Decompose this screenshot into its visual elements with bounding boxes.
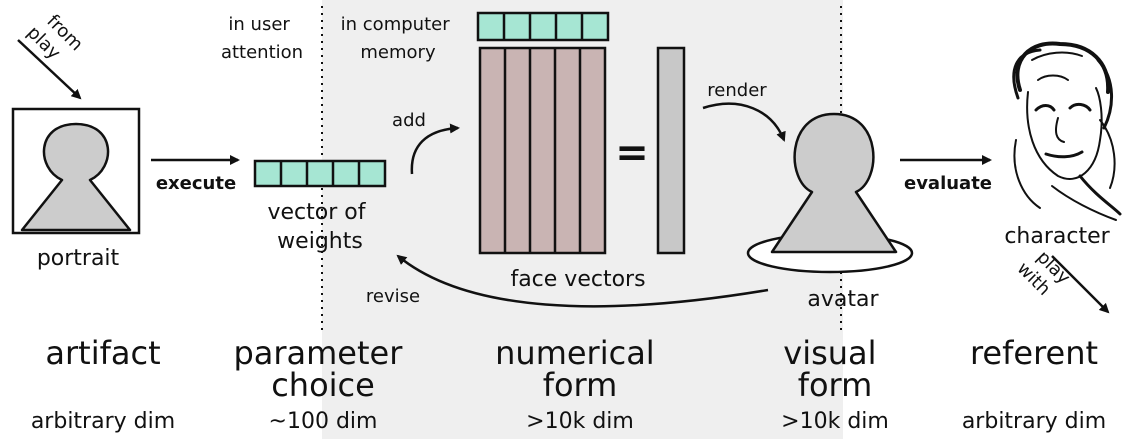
revise-label: revise	[366, 286, 420, 307]
dim-referent: arbitrary dim	[962, 409, 1106, 434]
dim-artifact: arbitrary dim	[31, 409, 175, 434]
portrait-label: portrait	[37, 246, 120, 271]
person-silhouette-icon	[20, 122, 132, 232]
render-arrow	[702, 102, 786, 142]
vector-of-weights-label: vector of weights	[268, 200, 373, 254]
avatar-label: avatar	[807, 287, 879, 312]
character-label: character	[1004, 224, 1110, 249]
from-play-arrow	[17, 39, 82, 100]
dim-parameter-choice: ~100 dim	[269, 409, 378, 434]
avatar-figure	[746, 112, 914, 274]
in-computer-memory-label: in computer memory	[341, 14, 456, 63]
column-title-referent: referent	[970, 334, 1098, 372]
face-vectors-matrix	[478, 46, 607, 255]
play-with-arrow	[1051, 255, 1110, 314]
portrait-frame	[11, 107, 141, 235]
column-title-visual-form: visual form	[783, 334, 886, 404]
equals-sign: =	[615, 130, 649, 176]
add-label: add	[392, 110, 426, 131]
face-weights-header	[476, 11, 610, 42]
evaluate-label: evaluate	[904, 173, 992, 194]
column-title-parameter-choice: parameter choice	[233, 334, 412, 404]
avatar-silhouette-icon	[770, 112, 898, 254]
from-play-label: from play	[23, 6, 91, 74]
render-label: render	[707, 80, 767, 101]
execute-label: execute	[156, 173, 236, 194]
face-vectors-label: face vectors	[510, 267, 645, 292]
column-title-artifact: artifact	[45, 334, 160, 372]
weights-vector	[253, 159, 387, 188]
add-arrow	[410, 123, 460, 175]
play-with-label: play with	[1013, 242, 1079, 308]
dim-numerical-form: >10k dim	[526, 409, 634, 434]
in-user-attention-label: in user attention	[221, 14, 303, 63]
revise-arrow	[396, 254, 769, 308]
result-vector	[656, 46, 686, 255]
character-sketch-icon	[1012, 41, 1122, 221]
column-title-numerical-form: numerical form	[495, 334, 665, 404]
dim-visual-form: >10k dim	[781, 409, 889, 434]
